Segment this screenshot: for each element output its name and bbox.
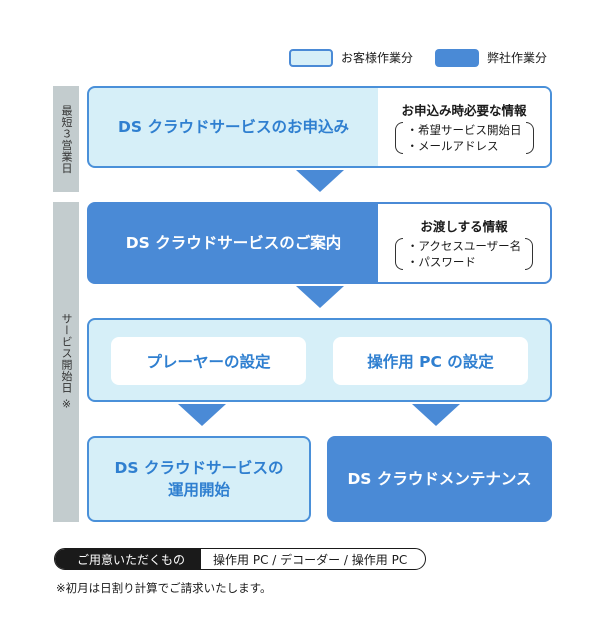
application-info-list: 希望サービス開始日 メールアドレス <box>394 122 534 154</box>
flow-arrow <box>296 170 344 192</box>
application-info-title: お申込み時必要な情報 <box>401 103 527 118</box>
legend-label-company: 弊社作業分 <box>487 51 548 65</box>
legend-swatch-company <box>435 49 479 67</box>
guide-info-panel: お渡しする情報 アクセスユーザー名 パスワード <box>378 204 550 282</box>
timeline-period-service-start-label: サービス開始日 ※ <box>60 313 73 411</box>
timeline-period-business-days-label: 最短３営業日 <box>60 104 73 174</box>
preparation-bar: ご用意いただくもの 操作用 PC / デコーダー / 操作用 PC <box>54 548 427 570</box>
guide-info-item: パスワード <box>407 254 521 270</box>
application-info-item: 希望サービス開始日 <box>407 122 522 138</box>
flow-arrow <box>178 404 226 426</box>
guide-info-list: アクセスユーザー名 パスワード <box>394 238 534 270</box>
application-info-panel: お申込み時必要な情報 希望サービス開始日 メールアドレス <box>378 88 550 166</box>
application-info-item: メールアドレス <box>407 138 522 154</box>
flow-arrow <box>412 404 460 426</box>
guide-info-item: アクセスユーザー名 <box>407 238 521 254</box>
step-application-title: DS クラウドサービスのお申込み <box>118 118 349 136</box>
step-start-title-line1: DS クラウドサービスの <box>114 459 284 477</box>
player-setup-pill: プレーヤーの設定 <box>111 337 306 385</box>
legend-swatch-customer <box>289 49 333 67</box>
step-maintenance-box <box>327 436 552 522</box>
timeline-period-business-days: 最短３営業日 <box>53 86 79 192</box>
step-start-box <box>87 436 311 522</box>
flow-arrow <box>296 286 344 308</box>
step-guide-title: DS クラウドサービスのご案内 <box>125 234 342 252</box>
footnote: ※初月は日割り計算でご請求いたします。 <box>56 581 272 595</box>
guide-info-title: お渡しする情報 <box>420 219 508 234</box>
step-maintenance-title: DS クラウドメンテナンス <box>347 470 532 488</box>
timeline-period-service-start: サービス開始日 ※ <box>53 202 79 522</box>
legend-label-customer: お客様作業分 <box>341 51 414 65</box>
pc-setup-pill: 操作用 PC の設定 <box>333 337 528 385</box>
step-start-title: DS クラウドサービスの 運用開始 <box>89 438 309 520</box>
step-start-title-line2: 運用開始 <box>167 481 230 499</box>
preparation-value: 操作用 PC / デコーダー / 操作用 PC <box>213 552 408 567</box>
preparation-label: ご用意いただくもの <box>55 549 202 569</box>
